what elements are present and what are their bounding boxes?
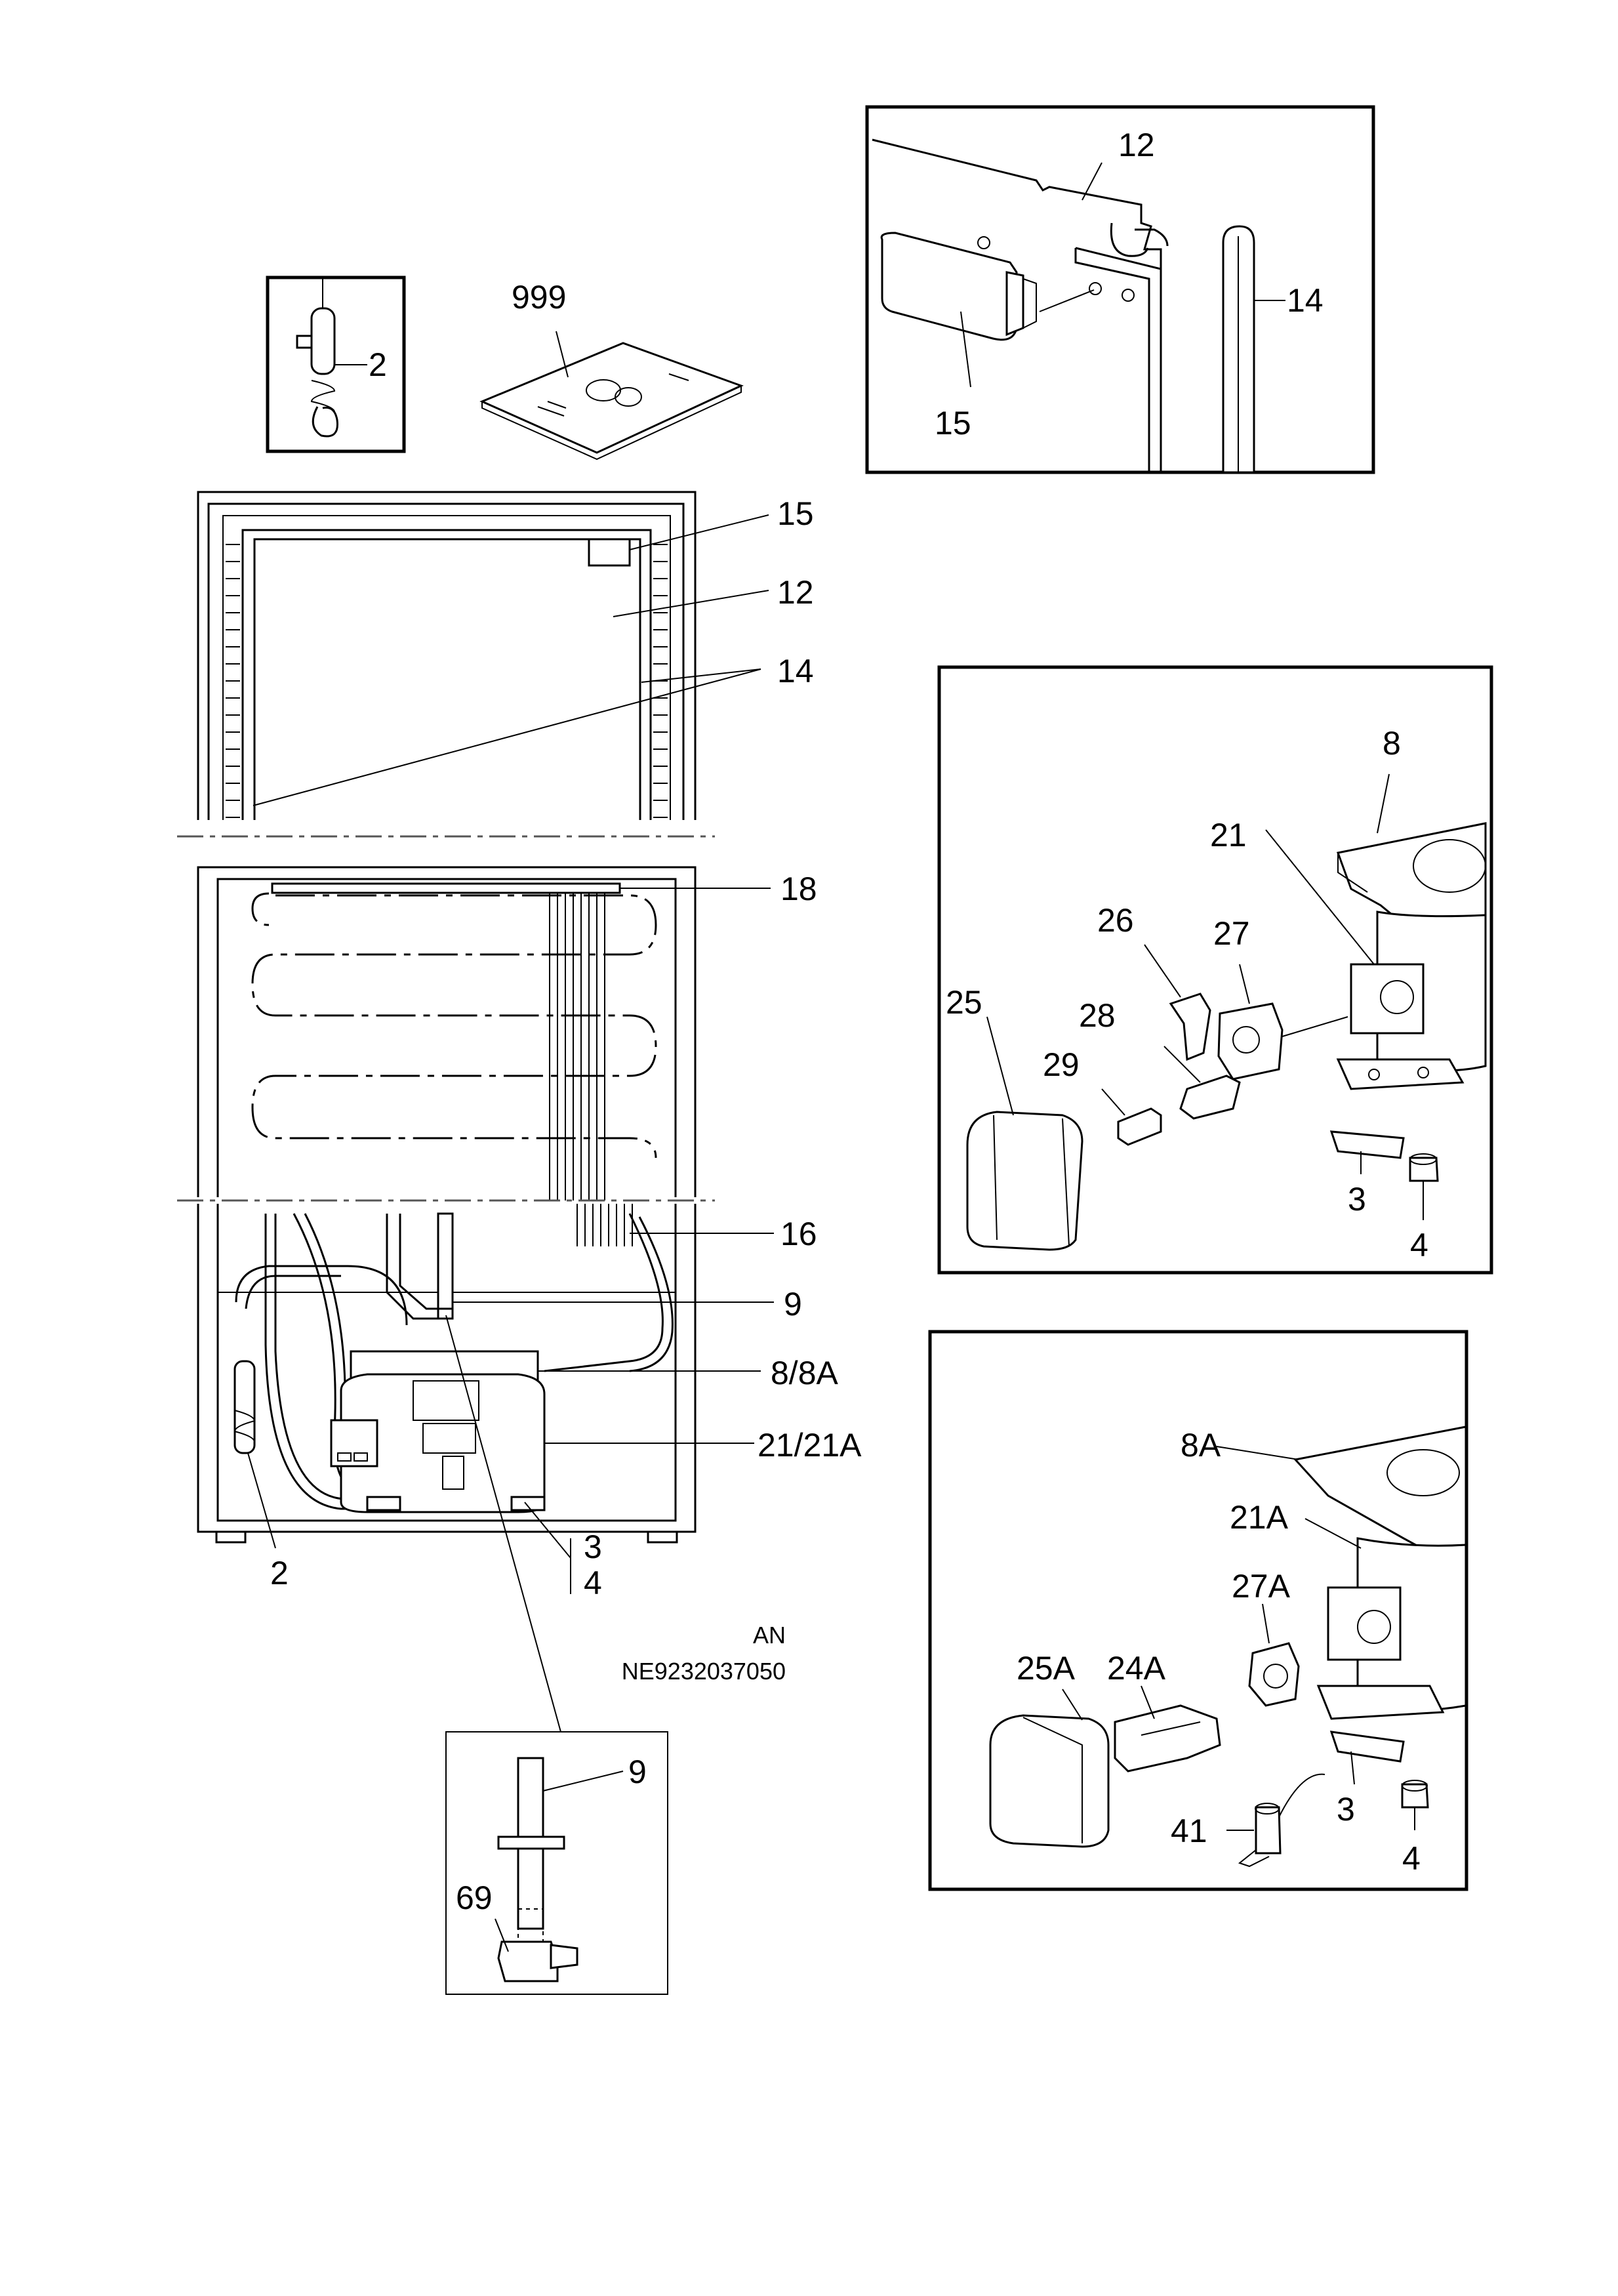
- drain-inset: 9 69: [445, 1731, 668, 1995]
- label-comp-26: 26: [1097, 902, 1134, 939]
- fridge-door-view: 15 12 14: [197, 491, 814, 820]
- label-compa-4: 4: [1402, 1840, 1421, 1877]
- label-door-14: 14: [1287, 282, 1324, 319]
- compressor-detail-inset: 8 21 26 27 28 29 25 3: [937, 665, 1493, 1275]
- variant-code: AN: [753, 1622, 786, 1649]
- label-compa-27a: 27A: [1232, 1568, 1291, 1605]
- label-main-15: 15: [777, 495, 814, 532]
- label-main-3: 3: [584, 1528, 602, 1565]
- label-comp-28: 28: [1079, 997, 1116, 1034]
- label-manual-999: 999: [512, 279, 566, 316]
- gasket-ticks: [226, 544, 668, 818]
- label-main-18: 18: [780, 871, 817, 907]
- label-comp-8: 8: [1383, 725, 1401, 762]
- probe-inset: 2: [266, 276, 406, 453]
- label-drain-69: 69: [456, 1879, 493, 1916]
- label-probe-2: 2: [369, 346, 387, 383]
- label-comp-27: 27: [1213, 915, 1250, 952]
- fridge-rear-view: 18: [197, 866, 817, 1200]
- label-comp-21: 21: [1210, 817, 1247, 853]
- label-main-21-21a: 21/21A: [758, 1427, 862, 1464]
- label-comp-3: 3: [1348, 1181, 1366, 1218]
- label-main-14: 14: [777, 653, 814, 689]
- label-door-12: 12: [1118, 127, 1155, 163]
- label-main-12: 12: [777, 574, 814, 611]
- label-compa-8a: 8A: [1181, 1427, 1221, 1464]
- tube-bundle-lower: [576, 1204, 633, 1246]
- label-door-15: 15: [935, 405, 971, 441]
- compressor-a-detail-inset: 8A 21A 27A 24A 25A 3 41: [928, 1330, 1468, 1891]
- label-compa-24a: 24A: [1107, 1650, 1166, 1687]
- label-compa-25a: 25A: [1017, 1650, 1076, 1687]
- label-drain-9: 9: [628, 1753, 647, 1790]
- label-comp-25: 25: [946, 984, 982, 1021]
- fridge-compressor-view: 9 8/8A 21/21A 2 3 4 16: [197, 1204, 862, 1732]
- manual-booklet: 999: [479, 279, 744, 461]
- document-code: NE9232037050: [622, 1658, 786, 1685]
- label-compa-3: 3: [1337, 1791, 1355, 1828]
- label-main-16: 16: [780, 1216, 817, 1252]
- label-compa-41: 41: [1171, 1813, 1207, 1849]
- label-main-8-8a: 8/8A: [771, 1355, 839, 1391]
- label-comp-4: 4: [1410, 1227, 1428, 1263]
- label-compa-21a: 21A: [1230, 1499, 1289, 1536]
- label-main-2: 2: [270, 1555, 289, 1591]
- label-main-9: 9: [784, 1286, 802, 1322]
- door-detail-inset: 15 12 14: [865, 105, 1375, 474]
- label-comp-29: 29: [1043, 1046, 1080, 1083]
- label-main-4: 4: [584, 1565, 602, 1601]
- tube-bundle: [549, 893, 605, 1200]
